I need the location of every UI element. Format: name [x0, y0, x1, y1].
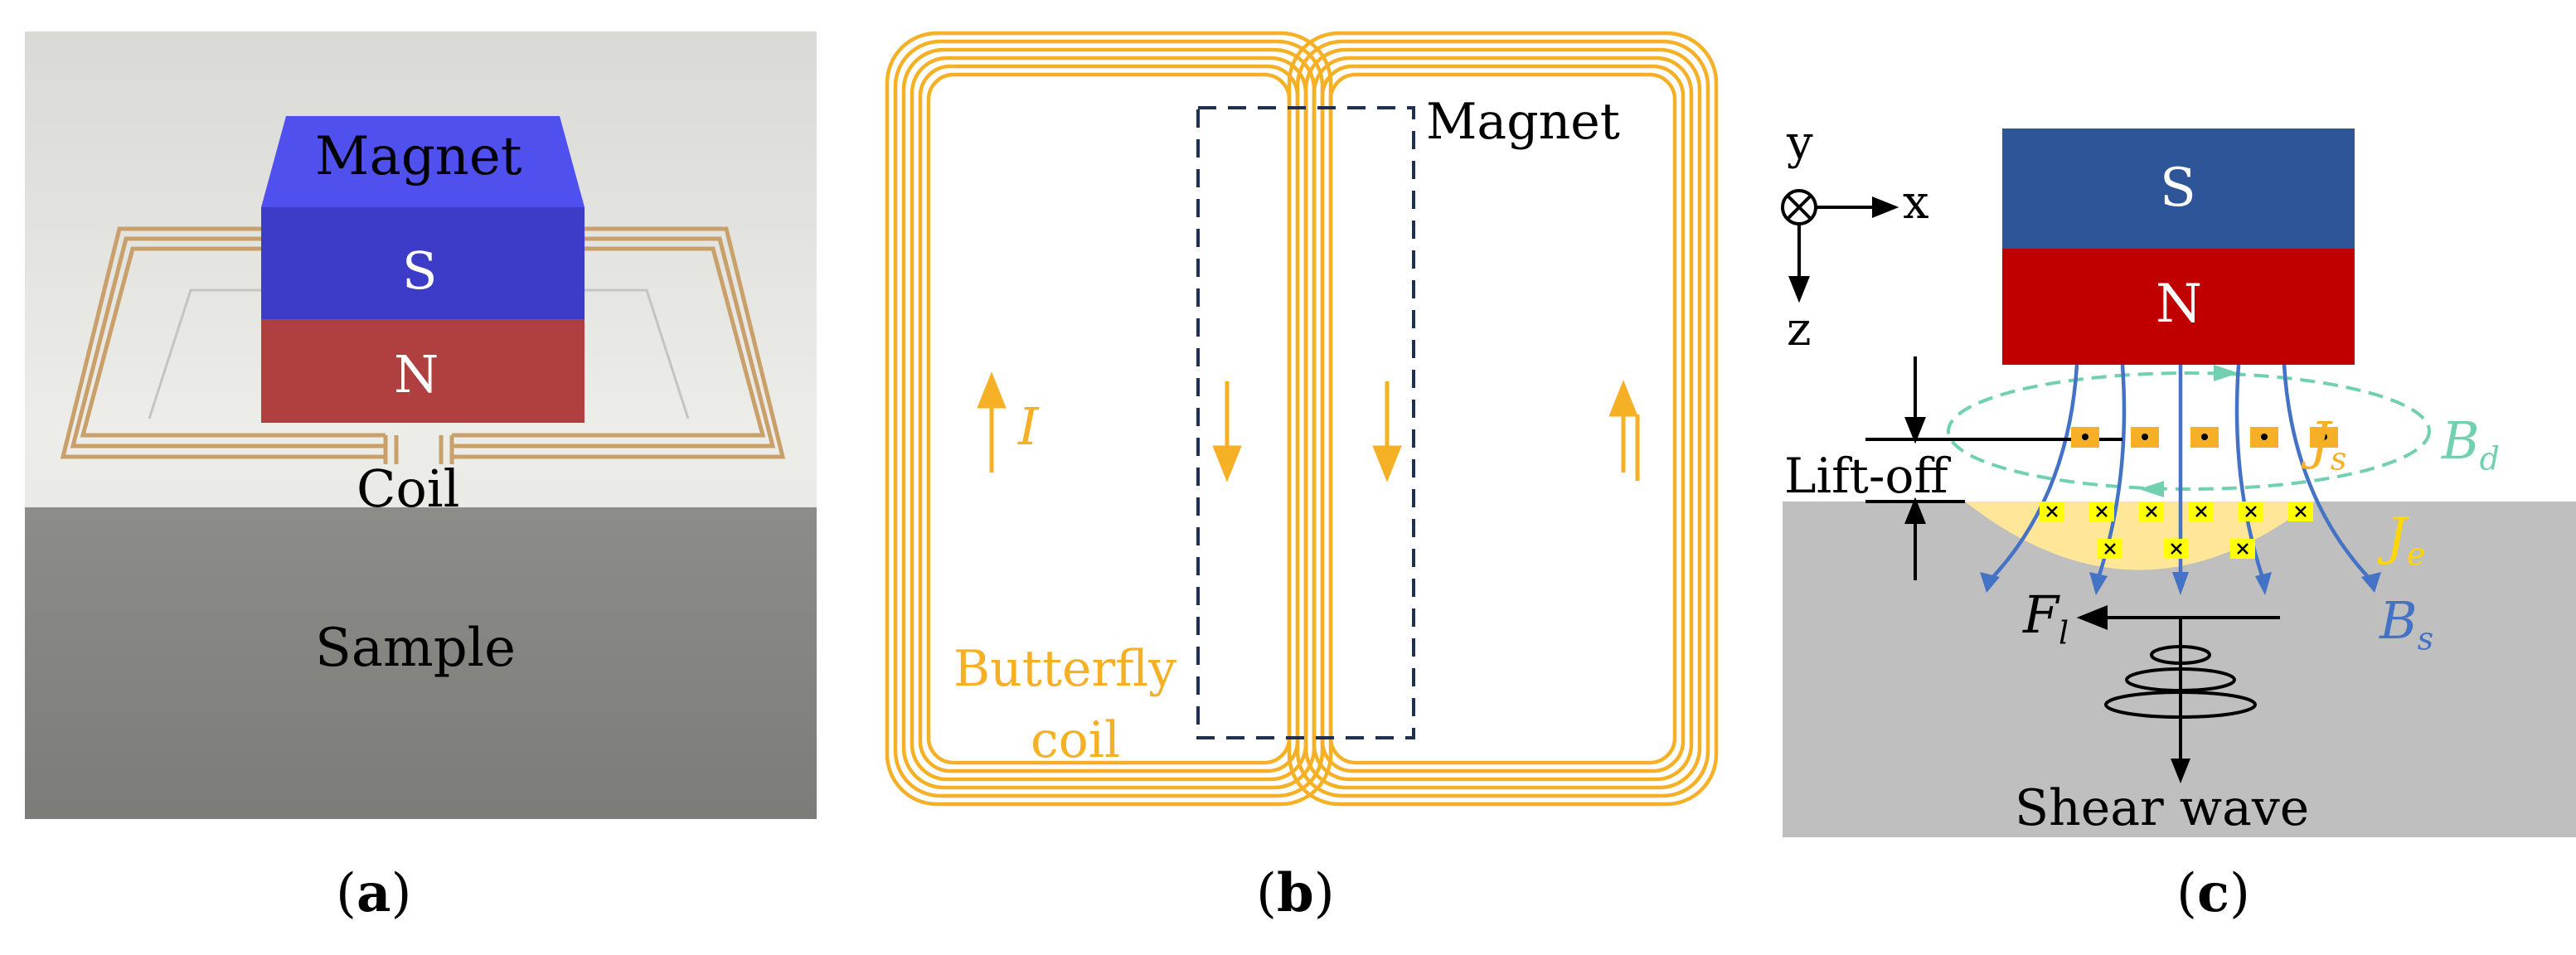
magnet-top-face — [261, 116, 585, 207]
bs-label-sub: s — [2417, 620, 2434, 657]
axis-z-label: z — [1787, 303, 1812, 356]
magnet-outline — [1196, 106, 1415, 739]
sample-block — [25, 507, 817, 819]
panel-c-caption-letter: c — [2196, 862, 2229, 924]
bd-label-sub: d — [2479, 440, 2500, 478]
panel-c-caption: (c) — [2176, 862, 2250, 924]
panel-a-emat-3d: Magnet S N Coil Sample (a) — [0, 0, 846, 955]
sample-label: Sample — [315, 618, 516, 679]
panel-b-illustration — [885, 31, 1719, 807]
coordinate-axes — [1781, 189, 1899, 303]
je-label-sub: e — [2406, 536, 2426, 573]
js-label: Js — [2310, 410, 2346, 477]
shear-wave — [2104, 618, 2257, 771]
pole-n-label: N — [394, 344, 439, 405]
panel-b-butterfly-coil: I Magnet Butterfly coil (b) — [871, 0, 1725, 955]
current-label-text: I — [1018, 396, 1039, 457]
je-label: Je — [2386, 506, 2425, 572]
bd-label: Bd — [2442, 410, 2500, 477]
current-arrows — [977, 371, 1640, 482]
pole-n-label-c: N — [2156, 274, 2202, 335]
butterfly-label-line1: Butterfly — [953, 640, 1177, 698]
panel-c-transduction-mechanism: S N y x z Lift-off Js Bd Je Fl Bs Shear … — [1741, 0, 2576, 955]
coil-windings — [60, 226, 786, 464]
bs-label-main: B — [2380, 590, 2418, 651]
magnet-n-pole — [2002, 249, 2355, 365]
js-label-sub: s — [2330, 440, 2347, 478]
magnet-n-face — [261, 319, 585, 423]
axis-y-label: y — [1787, 116, 1813, 170]
dynamic-field-loop — [1947, 371, 2431, 491]
lorentz-force-arrow — [2076, 605, 2280, 630]
fl-label-sub: l — [2059, 614, 2069, 652]
pole-s-label-c: S — [2160, 158, 2196, 219]
panel-a-caption-letter: a — [356, 862, 391, 924]
shear-wave-label: Shear wave — [2015, 779, 2310, 837]
magnet-label-b: Magnet — [1426, 93, 1620, 151]
static-field-arrowheads — [1980, 572, 2381, 595]
coil-conductors — [2071, 427, 2338, 448]
coil-label: Coil — [357, 458, 460, 519]
magnet-s-pole — [2002, 128, 2355, 249]
js-label-main: J — [2310, 410, 2331, 471]
panel-a-illustration — [25, 32, 817, 819]
dynamic-field-arrows — [2139, 365, 2239, 497]
bs-label: Bs — [2380, 590, 2433, 657]
panel-b-caption-letter: b — [1276, 862, 1314, 924]
butterfly-label-line2: coil — [1031, 711, 1121, 769]
pole-s-label: S — [402, 240, 438, 301]
shear-wave-arrowhead — [2171, 759, 2190, 783]
magnet-s-face — [261, 207, 585, 319]
liftoff-label: Lift-off — [1784, 448, 1948, 504]
fl-label-main: F — [2023, 584, 2059, 645]
eddy-current-markers — [2040, 502, 2313, 559]
butterfly-coil-right-loop — [1287, 31, 1719, 807]
fl-label: Fl — [2023, 584, 2069, 651]
current-label: I — [1018, 396, 1039, 457]
magnet-label: Magnet — [315, 126, 522, 187]
panel-a-caption: (a) — [336, 862, 412, 924]
bd-label-main: B — [2442, 410, 2480, 471]
panel-c-illustration — [1781, 128, 2576, 837]
je-label-main: J — [2386, 506, 2407, 566]
panel-b-caption: (b) — [1256, 862, 1335, 924]
axis-x-label: x — [1903, 176, 1929, 230]
